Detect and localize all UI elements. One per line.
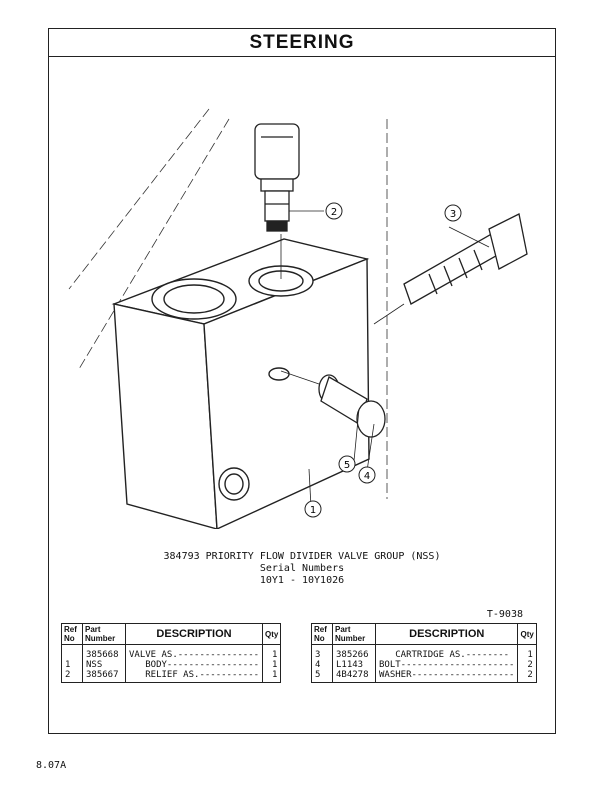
valve-body (111, 238, 370, 529)
table-row: 3 385266 CARTRIDGE AS.-------- 1 (311, 644, 537, 660)
callout-5: 5 (338, 455, 356, 473)
title-bar: STEERING (49, 29, 555, 57)
cartridge-assembly (373, 213, 528, 325)
ref-line (68, 108, 210, 290)
callout-1: 1 (304, 500, 322, 518)
figure-code: T-9038 (486, 609, 523, 620)
table-row: 4 L1143 BOLT--------------------- 2 (311, 660, 537, 670)
caption-line-3: 10Y1 - 10Y1026 (259, 575, 345, 586)
header-qty: Qty (262, 623, 282, 645)
callout-2: 2 (325, 202, 343, 220)
page-number: 8.07A (36, 760, 67, 771)
ref-line (78, 118, 230, 370)
callout-4: 4 (358, 466, 376, 484)
page-title: STEERING (249, 32, 355, 53)
caption-line-1: 384793 PRIORITY FLOW DIVIDER VALVE GROUP… (163, 551, 441, 562)
bolt-and-washer (280, 370, 386, 438)
header-description: DESCRIPTION (124, 623, 264, 645)
exploded-view-diagram: 2 3 5 4 1 (68, 108, 528, 529)
svg-text:5: 5 (344, 460, 350, 471)
header-qty: Qty (517, 623, 537, 645)
relief-valve (254, 123, 300, 279)
svg-text:2: 2 (331, 207, 337, 218)
table-row: 5 4B4278 WASHER------------------- 2 (311, 670, 537, 683)
table-row: 385668 VALVE AS.--------------- 1 (61, 644, 282, 660)
svg-text:4: 4 (364, 471, 370, 482)
callout-3: 3 (444, 204, 462, 222)
page-frame: STEERING (48, 28, 556, 734)
header-description: DESCRIPTION (374, 623, 519, 645)
svg-text:3: 3 (450, 209, 456, 220)
table-row: 1 NSS BODY----------------- 1 (61, 660, 282, 670)
table-row: 2 385667 RELIEF AS.----------- 1 (61, 670, 282, 683)
svg-text:1: 1 (310, 505, 316, 516)
caption-line-2: Serial Numbers (259, 563, 345, 574)
